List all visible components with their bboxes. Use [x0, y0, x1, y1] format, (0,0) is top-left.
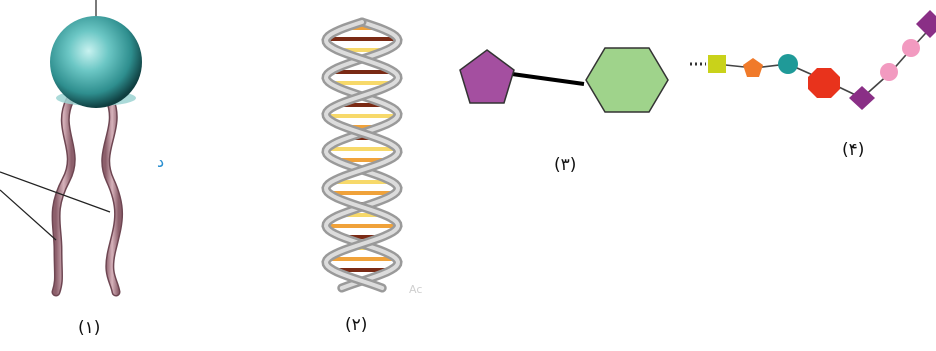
- disaccharide-figure: [459, 47, 669, 113]
- watermark: Ac: [409, 283, 423, 296]
- glycosidic-bond: [511, 72, 585, 86]
- tail-pointer-line-a: [0, 171, 111, 213]
- caption-phospholipid: (۱): [78, 318, 101, 338]
- hexagon-monosaccharide: [585, 47, 669, 113]
- chain-unit-square: [708, 55, 726, 73]
- chain-unit-pink-b: [902, 39, 920, 57]
- chain-unit-octagon: [808, 68, 840, 98]
- chain-unit-teal: [778, 54, 798, 74]
- chain-unit-pentagon: [743, 58, 763, 77]
- dna-backbone-highlight: [323, 20, 401, 290]
- chain-unit-diamond: [849, 86, 875, 110]
- side-letter: د: [157, 152, 165, 171]
- tail-pointer-line-b: [0, 189, 57, 241]
- caption-disaccharide: (۳): [554, 155, 577, 175]
- chain-unit-pink-a: [880, 63, 898, 81]
- phospholipid-figure: [0, 0, 142, 297]
- chain-unit-diamond-end: [916, 10, 936, 38]
- dna-helix-figure: [321, 17, 403, 293]
- hydrophilic-head: [50, 16, 142, 108]
- caption-dna: (۲): [345, 315, 368, 335]
- pentagon-monosaccharide: [459, 49, 515, 104]
- caption-polysaccharide: (۴): [842, 140, 865, 160]
- polysaccharide-chain-figure: [690, 10, 936, 110]
- dna-backbone-b: [321, 17, 403, 293]
